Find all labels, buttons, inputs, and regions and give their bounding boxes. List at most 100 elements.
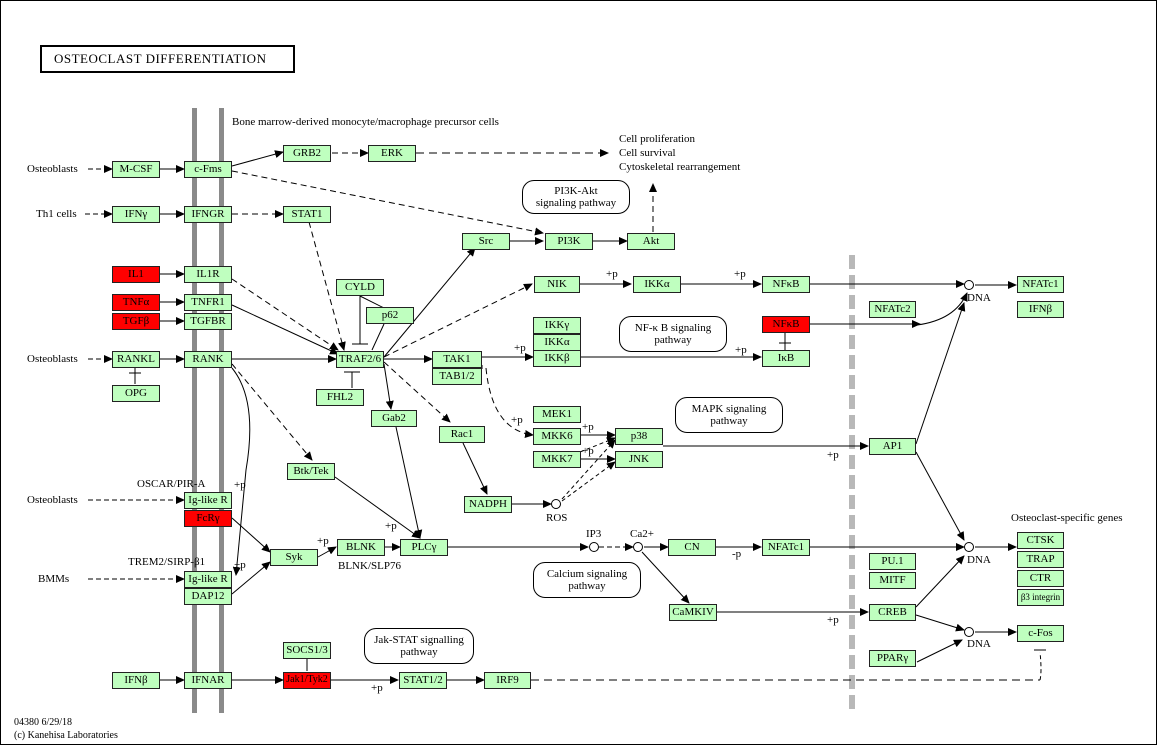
gene-ikkb[interactable]: IKKβ — [533, 350, 581, 367]
gene-nfatc1-right[interactable]: NFATc1 — [1017, 276, 1064, 293]
gene-erk[interactable]: ERK — [368, 145, 416, 162]
gene-tab12[interactable]: TAB1/2 — [432, 368, 482, 385]
gene-ap1[interactable]: AP1 — [869, 438, 916, 455]
label-cytoskeletal: Cytoskeletal rearrangement — [619, 161, 741, 173]
page-title: OSTEOCLAST DIFFERENTIATION — [40, 45, 295, 73]
gene-nadph[interactable]: NADPH — [464, 496, 512, 513]
gene-src[interactable]: Src — [462, 233, 510, 250]
gene-rac1[interactable]: Rac1 — [439, 426, 485, 443]
gene-il1[interactable]: IL1 — [112, 266, 160, 283]
label-p-ap1: +p — [827, 449, 839, 461]
gene-pi3k[interactable]: PI3K — [545, 233, 593, 250]
label-p-nfkb: +p — [734, 268, 746, 280]
gene-gab2[interactable]: Gab2 — [371, 410, 417, 427]
gene-ifnb-left[interactable]: IFNβ — [112, 672, 160, 689]
gene-opg[interactable]: OPG — [112, 385, 160, 402]
gene-cyld[interactable]: CYLD — [336, 279, 384, 296]
gene-rankl[interactable]: RANKL — [112, 351, 160, 368]
gene-ifng[interactable]: IFNγ — [112, 206, 160, 223]
pathway-pi3k-akt[interactable]: PI3K-Akt signaling pathway — [522, 180, 630, 214]
gene-dap12[interactable]: DAP12 — [184, 588, 232, 605]
gene-cfms[interactable]: c-Fms — [184, 161, 232, 178]
gene-mkk7[interactable]: MKK7 — [533, 451, 581, 468]
label-p-ikka: +p — [606, 268, 618, 280]
edge-ros-p38 — [561, 439, 616, 500]
gene-ikb[interactable]: IκB — [762, 350, 810, 367]
gene-ifnb-right[interactable]: IFNβ — [1017, 301, 1064, 318]
gene-nfkb-top[interactable]: NFκB — [762, 276, 810, 293]
gene-tgfbr[interactable]: TGFBR — [184, 313, 232, 330]
gene-fcrg[interactable]: FcRγ — [184, 510, 232, 527]
edge-rank-dap12 — [231, 367, 251, 576]
pathway-jak-stat[interactable]: Jak-STAT signalling pathway — [364, 628, 474, 664]
gene-mcsf[interactable]: M-CSF — [112, 161, 160, 178]
gene-mkk6[interactable]: MKK6 — [533, 428, 581, 445]
edge-traf-nik — [383, 283, 533, 358]
gene-iglike-trem2[interactable]: Ig-like R — [184, 571, 232, 588]
gene-nfatc1-mid[interactable]: NFATc1 — [762, 539, 810, 556]
gene-stat12[interactable]: STAT1/2 — [399, 672, 447, 689]
gene-p62[interactable]: p62 — [366, 307, 414, 324]
edge-ca-camkiv — [641, 551, 690, 604]
gene-ifnar[interactable]: IFNAR — [184, 672, 232, 689]
gene-ifngr[interactable]: IFNGR — [184, 206, 232, 223]
gene-jnk[interactable]: JNK — [615, 451, 663, 468]
gene-mek1[interactable]: MEK1 — [533, 406, 581, 423]
label-p-blnk: +p — [317, 535, 329, 547]
gene-ctsk[interactable]: CTSK — [1017, 532, 1064, 549]
gene-tak1[interactable]: TAK1 — [432, 351, 482, 368]
dna-node-1 — [964, 280, 974, 290]
gene-tnfa[interactable]: TNFα — [112, 294, 160, 311]
gene-grb2[interactable]: GRB2 — [283, 145, 331, 162]
label-p-jnk: +p — [582, 445, 594, 457]
pathway-calcium[interactable]: Calcium signaling pathway — [533, 562, 641, 598]
gene-cfos[interactable]: c-Fos — [1017, 625, 1064, 642]
gene-nik[interactable]: NIK — [534, 276, 580, 293]
gene-socs13[interactable]: SOCS1/3 — [283, 642, 331, 659]
edge-syk-blnk — [317, 546, 337, 558]
gene-nfatc2[interactable]: NFATc2 — [869, 301, 916, 318]
gene-rank[interactable]: RANK — [184, 351, 232, 368]
gene-traf26[interactable]: TRAF2/6 — [336, 351, 384, 368]
gene-fhl2[interactable]: FHL2 — [316, 389, 364, 406]
gene-p38[interactable]: p38 — [615, 428, 663, 445]
label-ca2: Ca2+ — [630, 528, 654, 540]
edge-rank-btk — [231, 363, 313, 461]
edge-rac1-nadph — [462, 442, 488, 495]
gene-tgfb[interactable]: TGFβ — [112, 313, 160, 330]
gene-stat1[interactable]: STAT1 — [283, 206, 331, 223]
gene-tnfr1[interactable]: TNFR1 — [184, 294, 232, 311]
gene-mitf[interactable]: MITF — [869, 572, 916, 589]
edge-traf-rac1 — [383, 361, 451, 423]
gene-ikkg[interactable]: IKKγ — [533, 317, 581, 334]
gene-irf9[interactable]: IRF9 — [484, 672, 531, 689]
gene-ikka-top[interactable]: IKKα — [633, 276, 681, 293]
pathway-nfkb[interactable]: NF-κ B signaling pathway — [619, 316, 727, 352]
gene-btktek[interactable]: Btk/Tek — [287, 463, 335, 480]
gene-iglike-oscar[interactable]: Ig-like R — [184, 492, 232, 509]
gene-ikka[interactable]: IKKα — [533, 334, 581, 351]
edge-creb-dna3 — [915, 614, 965, 632]
label-th1-cells: Th1 cells — [36, 208, 77, 220]
gene-creb[interactable]: CREB — [869, 604, 916, 621]
gene-ctr[interactable]: CTR — [1017, 570, 1064, 587]
edge-traf-gab2 — [383, 363, 394, 410]
gene-ppary[interactable]: PPARγ — [869, 650, 916, 667]
gene-plcg[interactable]: PLCγ — [400, 539, 448, 556]
gene-blnk[interactable]: BLNK — [337, 539, 385, 556]
gene-akt[interactable]: Akt — [627, 233, 675, 250]
gene-trap[interactable]: TRAP — [1017, 551, 1064, 568]
gene-cn[interactable]: CN — [668, 539, 716, 556]
gene-syk[interactable]: Syk — [270, 549, 318, 566]
gene-camkiv[interactable]: CaMKIV — [669, 604, 717, 621]
gene-b3-integrin[interactable]: β3 integrin — [1017, 589, 1064, 606]
edge-cfms-grb2 — [231, 150, 284, 167]
gene-nfkb-red[interactable]: NFκB — [762, 316, 810, 333]
gene-jak1-tyk2[interactable]: Jak1/Tyk2 — [283, 672, 331, 689]
pathway-mapk[interactable]: MAPK signaling pathway — [675, 397, 783, 433]
gene-pu1[interactable]: PU.1 — [869, 553, 916, 570]
gene-il1r[interactable]: IL1R — [184, 266, 232, 283]
edge-ap1-dna2 — [915, 451, 965, 541]
